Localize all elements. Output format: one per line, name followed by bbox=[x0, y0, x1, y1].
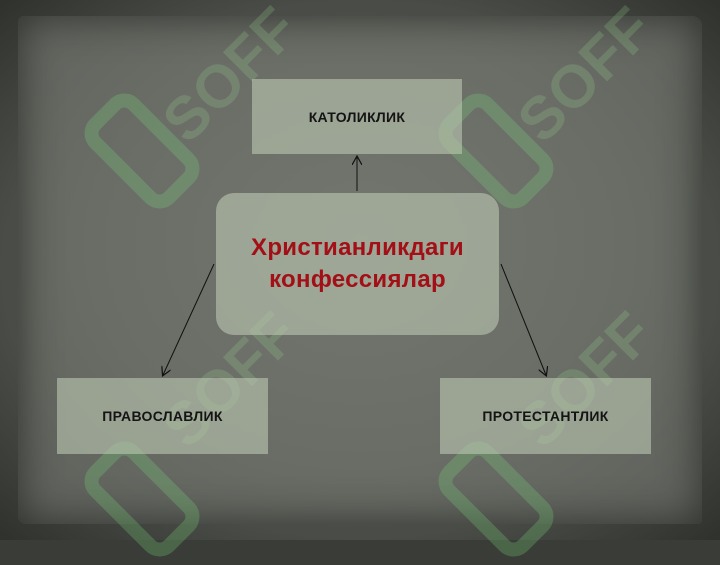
center-title-line1: Христианликдаги bbox=[251, 234, 464, 261]
node-label-orthodoxy: ПРАВОСЛАВЛИК bbox=[102, 408, 223, 424]
center-box bbox=[216, 193, 499, 335]
connector-arrows bbox=[0, 0, 720, 540]
node-box-orthodoxy bbox=[57, 378, 268, 454]
node-label-catholicism: КАТОЛИКЛИК bbox=[308, 108, 406, 125]
node-label-protestantism: ПРОТЕСТАНТЛИК bbox=[482, 408, 609, 424]
node-box-catholicism bbox=[252, 79, 462, 154]
arrow-to-protestantism bbox=[500, 263, 546, 375]
node-box-protestantism bbox=[440, 378, 651, 454]
center-title-line2: конфессиялар bbox=[269, 266, 446, 293]
arrow-to-orthodoxy bbox=[163, 263, 215, 375]
center-title: Христианликдаги конфессиялар bbox=[216, 193, 499, 335]
